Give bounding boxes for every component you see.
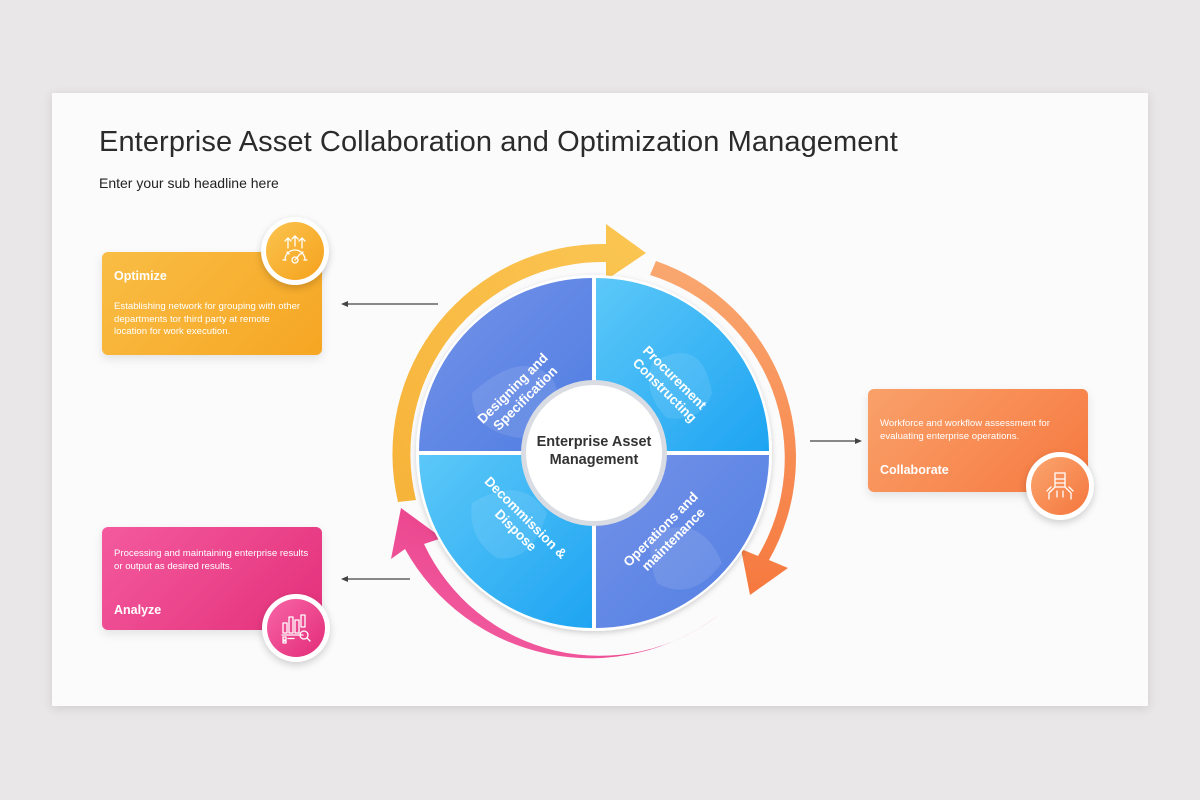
analyze-badge <box>262 594 330 662</box>
analyze-title: Analyze <box>114 603 162 617</box>
optimize-badge <box>261 217 329 285</box>
slide: Enterprise Asset Collaboration and Optim… <box>52 93 1148 706</box>
collaborate-description: Workforce and workflow assessment for ev… <box>880 418 1050 442</box>
connector-optimize <box>341 301 438 307</box>
connector-collaborate <box>810 438 862 444</box>
page-title: Enterprise Asset Collaboration and Optim… <box>99 126 898 158</box>
cycle-diagram: Designing and Specification Procurement … <box>341 224 862 659</box>
optimize-description: Establishing network for grouping with o… <box>114 301 301 337</box>
chart-magnifier-icon <box>281 614 311 644</box>
collaborate-title: Collaborate <box>880 463 949 477</box>
hands-together-icon <box>1046 472 1074 500</box>
page-subtitle: Enter your sub headline here <box>99 175 279 191</box>
optimize-card: Optimize Establishing network for groupi… <box>102 252 322 355</box>
optimize-title: Optimize <box>114 269 167 283</box>
gear-arrows-icon <box>282 235 308 264</box>
analyze-card: Processing and maintaining enterprise re… <box>102 527 322 630</box>
analyze-description: Processing and maintaining enterprise re… <box>114 548 309 572</box>
collaborate-badge <box>1026 452 1094 520</box>
pink-cycle-arrow <box>391 508 720 659</box>
connector-analyze <box>341 576 410 582</box>
yellow-cycle-arrow <box>392 224 646 502</box>
center-label: Enterprise Asset Management <box>536 434 652 468</box>
orange-cycle-arrow <box>650 261 796 595</box>
